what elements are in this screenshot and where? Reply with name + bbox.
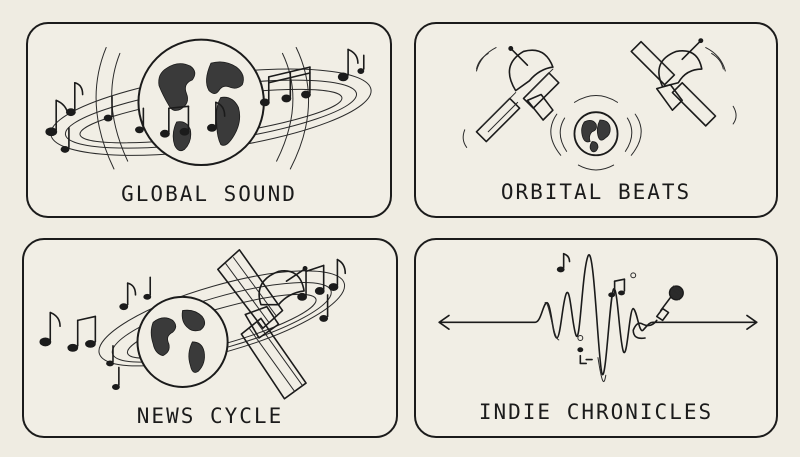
panel-caption: INDIE CHRONICLES: [478, 400, 714, 424]
panel-news-cycle: NEWS CYCLE: [22, 238, 398, 438]
panel-caption: ORBITAL BEATS: [500, 180, 692, 204]
satellites-illustration: [416, 38, 776, 216]
microphone-icon: [633, 286, 683, 338]
globe-icon: [138, 40, 263, 165]
sound-wave-icon: [439, 255, 757, 382]
globe-music-illustration: [45, 24, 390, 216]
satellite-icon: [218, 250, 308, 399]
globe-icon: [137, 297, 227, 387]
globe-icon: [574, 112, 617, 155]
music-note-icon: [39, 260, 345, 390]
globe-satellite-music-illustration: [39, 240, 396, 436]
panel-global-sound: GLOBAL SOUND: [26, 22, 392, 218]
sound-wave-microphone-illustration: [416, 240, 776, 436]
satellite-icon: [476, 46, 558, 142]
panel-orbital-beats: ORBITAL BEATS: [414, 22, 778, 218]
music-note-icon: [45, 49, 364, 153]
panel-indie-chronicles: INDIE CHRONICLES: [414, 238, 778, 438]
satellite-icon: [631, 38, 715, 126]
panel-caption: GLOBAL SOUND: [121, 182, 297, 206]
panel-caption: NEWS CYCLE: [136, 404, 284, 428]
music-note-icon: [556, 254, 636, 364]
sound-wave-icon: [463, 48, 736, 170]
